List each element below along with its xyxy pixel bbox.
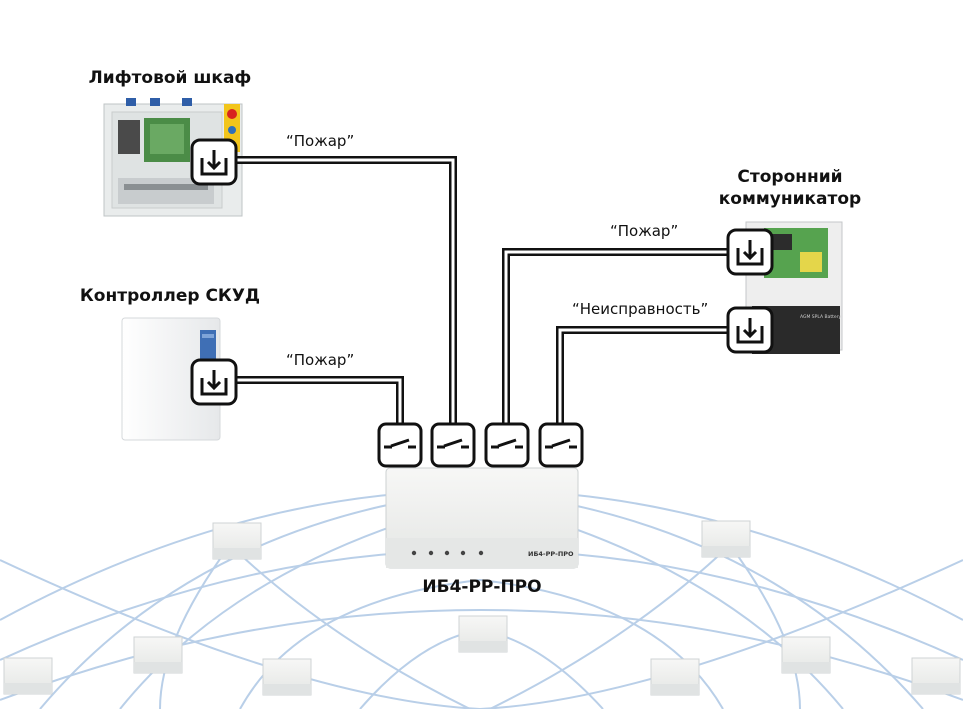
communicator-label-line1: Сторонний [737, 167, 843, 187]
svg-text:AGM SPLA Battery: AGM SPLA Battery [800, 314, 841, 320]
signal-communicator-fault: “Неисправность” [572, 300, 709, 318]
mesh-detector-8 [650, 658, 700, 696]
relay-contact-icon [538, 422, 584, 468]
mesh-detector-3 [133, 636, 183, 674]
input-arrow-icon [726, 228, 774, 276]
mesh-detector-2 [701, 520, 751, 558]
input-arrow-icon [190, 358, 238, 406]
mesh-detector-5 [781, 636, 831, 674]
main-device-image: ИБ4-РР-ПРО [385, 467, 579, 569]
signal-lift-fire: “Пожар” [286, 132, 355, 150]
mesh-detector-1 [212, 522, 262, 560]
mesh-detector-9 [911, 657, 961, 695]
signal-communicator-fire: “Пожар” [610, 222, 679, 240]
main-device-label: ИБ4-РР-ПРО [422, 577, 542, 597]
signal-skud-fire: “Пожар” [286, 351, 355, 369]
input-arrow-icon [190, 138, 238, 186]
communicator-label-line2: коммуникатор [718, 189, 862, 209]
relay-contact-icon [430, 422, 476, 468]
relay-contact-icon [377, 422, 423, 468]
access-controller-label: Контроллер СКУД [79, 286, 261, 306]
mesh-detector-7 [262, 658, 312, 696]
relay-contact-icon [484, 422, 530, 468]
mesh-detector-4 [458, 615, 508, 653]
lift-cabinet-label: Лифтовой шкаф [88, 68, 252, 88]
device-plate-text: ИБ4-РР-ПРО [528, 550, 574, 558]
input-arrow-icon [726, 306, 774, 354]
wires [236, 156, 730, 432]
mesh-detector-6 [3, 657, 53, 695]
